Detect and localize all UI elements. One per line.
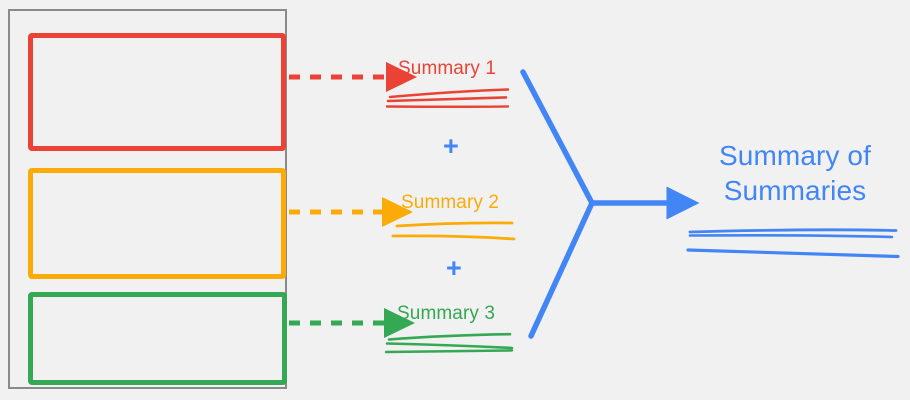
document-frame — [8, 9, 287, 389]
final-summary-underlines — [686, 228, 900, 259]
summary-1-label: Summary 1 — [398, 58, 497, 79]
summary-3-underlines — [384, 332, 514, 354]
summary-2-underlines — [391, 221, 516, 241]
document-chunk-2[interactable] — [28, 168, 286, 279]
final-summary-line-1: Summary of — [719, 140, 871, 171]
summary-2-label: Summary 2 — [401, 192, 500, 213]
plus-operator-2: + — [446, 253, 462, 283]
final-summary-label: Summary of Summaries — [705, 138, 885, 208]
document-chunk-1[interactable] — [28, 33, 286, 151]
summary-3-label: Summary 3 — [397, 303, 496, 324]
summary-1-underlines — [385, 88, 510, 108]
final-summary-line-2: Summaries — [723, 175, 867, 206]
merge-branch-bottom — [528, 200, 595, 339]
plus-operator-1: + — [443, 131, 459, 161]
merge-branch-top — [520, 69, 595, 206]
document-chunk-3[interactable] — [28, 292, 287, 385]
